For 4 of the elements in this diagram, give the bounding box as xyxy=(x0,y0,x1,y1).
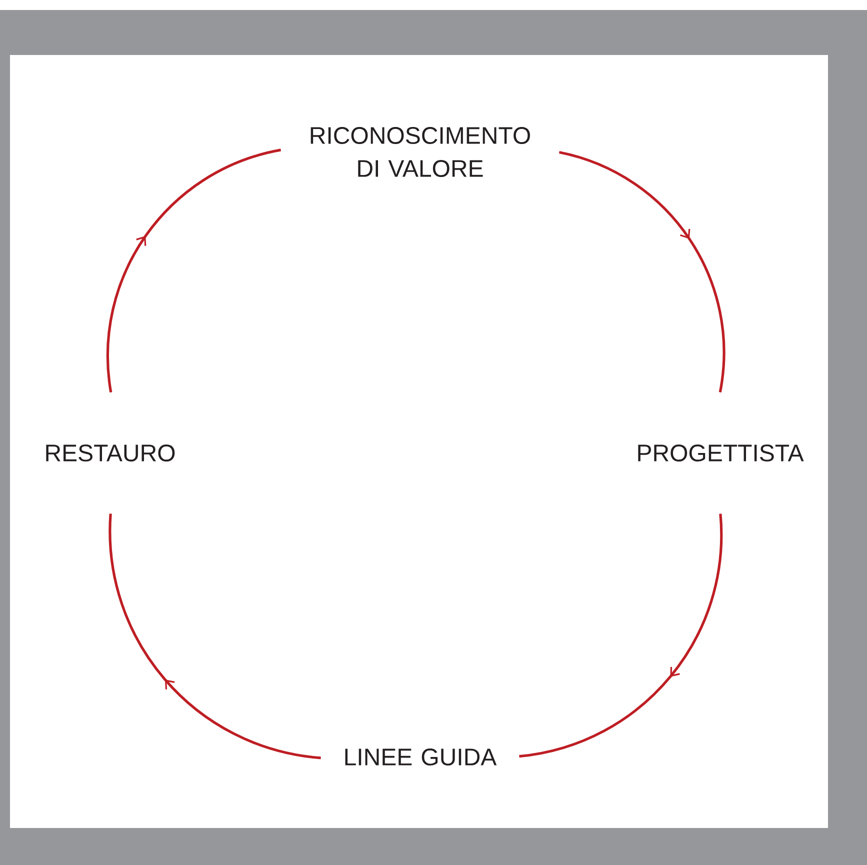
cycle-label: RICONOSCIMENTO DI VALORE xyxy=(310,127,530,177)
cycle-label: LINEE GUIDA xyxy=(345,748,497,766)
cycle-label: PROGETTISTA xyxy=(638,444,804,462)
cycle-label: RESTAURO xyxy=(46,444,175,462)
